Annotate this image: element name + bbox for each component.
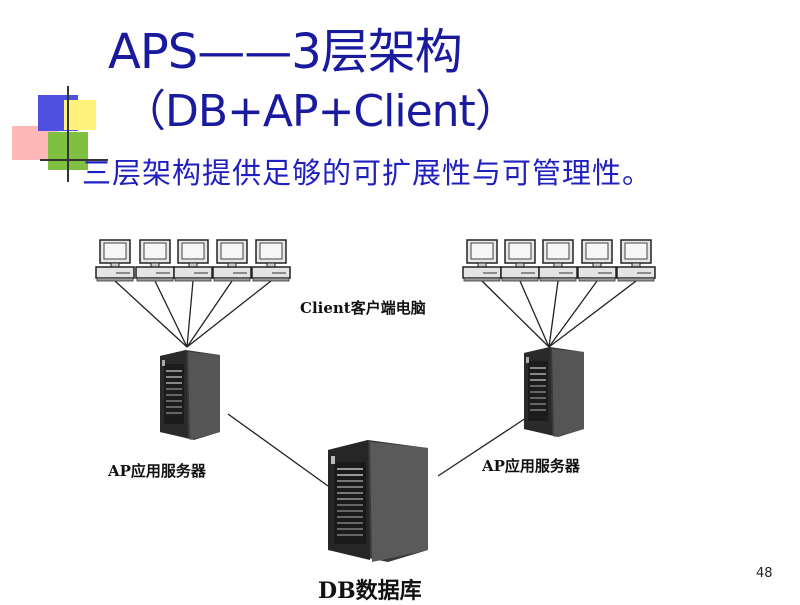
ap-server-left-label: AP应用服务器 [108,462,206,480]
right-client-links [481,280,637,348]
page-number: 48 [756,566,773,581]
client-pc-icon [135,239,175,282]
client-label: Client客户端电脑 [300,299,426,317]
slide-title: APS——3层架构 [108,24,463,80]
client-pc-icon [95,239,135,282]
left-client-links [114,280,272,348]
client-pc-icon [212,239,252,282]
client-pc-icon [462,239,502,282]
db-server-label: DB数据库 [318,578,422,604]
deco-yellow-square [64,100,96,130]
client-pc-icon [500,239,540,282]
ap-server-right-label: AP应用服务器 [482,457,580,475]
link-right-ap-to-db [437,417,527,477]
client-pc-icon [616,239,656,282]
client-pc-icon [577,239,617,282]
slide-title-subline: （DB+AP+Client） [122,86,519,137]
slide-subtitle: 三层架构提供足够的可扩展性与可管理性。 [82,156,653,190]
ap-server-left-icon [160,350,220,440]
client-pc-icon [538,239,578,282]
client-pc-icon [251,239,291,282]
client-pc-icon [173,239,213,282]
db-server-icon [328,440,428,562]
link-left-ap-to-db [227,413,329,487]
ap-server-right-icon [524,347,584,437]
